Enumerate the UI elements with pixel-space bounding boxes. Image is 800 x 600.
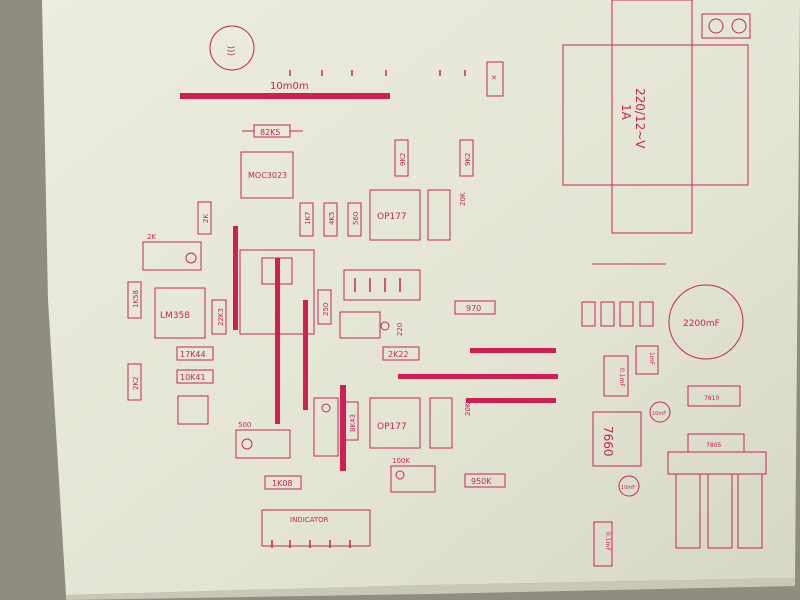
svg-text:OP177: OP177: [377, 422, 407, 432]
connector-header: [343, 269, 421, 301]
svg-text:220: 220: [396, 323, 404, 336]
svg-text:OP177: OP177: [377, 212, 407, 222]
svg-text:20K: 20K: [459, 192, 467, 206]
svg-text:1K08: 1K08: [272, 479, 293, 488]
svg-text:2K: 2K: [147, 233, 156, 241]
trimmer-220: [339, 311, 381, 339]
board-surface: [42, 0, 800, 595]
svg-text:1mF: 1mF: [648, 352, 655, 366]
svg-text:1K58: 1K58: [132, 290, 140, 308]
svg-text:220/12~V: 220/12~V: [633, 88, 647, 149]
svg-text:7810: 7810: [704, 395, 719, 402]
svg-text:0.1mF: 0.1mF: [618, 368, 625, 387]
ic-moc3023: [240, 151, 294, 199]
shunt-label: 10m0m: [270, 81, 309, 92]
resistor-4k5: [323, 202, 338, 237]
svg-text:(((: (((: [227, 45, 237, 56]
svg-text:0.1mF: 0.1mF: [604, 532, 611, 551]
resistor-2k2: [127, 363, 142, 401]
transformer-core: [611, 0, 693, 234]
terminal-block: [701, 13, 751, 39]
fuse-holder: [486, 61, 504, 97]
svg-text:10mF: 10mF: [652, 411, 666, 417]
resistor-1k08: [264, 475, 302, 490]
svg-text:9K2: 9K2: [464, 153, 472, 167]
svg-text:950K: 950K: [471, 477, 492, 486]
ic-op177-bottom: [369, 397, 421, 449]
trimmer-20k-top: [427, 189, 451, 241]
shunt-pads: [289, 70, 466, 76]
capacitor-10mf-a: [649, 401, 671, 423]
svg-text:7805: 7805: [706, 442, 721, 449]
svg-text:2200mF: 2200mF: [683, 319, 720, 329]
svg-text:9K2: 9K2: [399, 153, 407, 167]
svg-text:82K5: 82K5: [260, 128, 281, 137]
resistor-22k3: [211, 299, 227, 335]
svg-text:1K7: 1K7: [304, 212, 312, 226]
resistor-9k2-b: [459, 139, 474, 177]
capacitor-1mf: [635, 345, 659, 375]
svg-text:INDICATOR: INDICATOR: [290, 516, 329, 524]
resistor-17k44: [176, 346, 214, 361]
indicator-footprint: [261, 509, 371, 547]
regulator-7810: [687, 385, 741, 407]
capacitor-01mf-a: [603, 355, 629, 397]
svg-text:10mF: 10mF: [621, 485, 635, 491]
svg-text:22K3: 22K3: [217, 308, 225, 326]
board-edge: [66, 578, 795, 600]
resistor-560: [347, 202, 362, 237]
svg-text:970: 970: [466, 304, 481, 313]
ic-7660: [592, 411, 642, 467]
svg-text:4K5: 4K5: [328, 212, 336, 226]
resistor-9k2-a: [394, 139, 409, 177]
svg-text:20K: 20K: [464, 402, 472, 416]
svg-text:17K44: 17K44: [180, 350, 206, 359]
shunt-trace: [180, 93, 390, 99]
capacitor-10mf-b: [618, 475, 640, 497]
pot-500: [235, 429, 291, 459]
svg-text:10K41: 10K41: [180, 373, 206, 382]
resistor-1k7: [299, 202, 314, 237]
mount-hole-top: [209, 25, 255, 71]
power-traces: [233, 226, 558, 471]
svg-text:7660: 7660: [601, 426, 615, 457]
svg-text:560: 560: [352, 212, 360, 225]
capacitor-pad: [177, 395, 209, 425]
resistor-950k: [464, 473, 506, 488]
pot-2k: [142, 241, 202, 271]
svg-text:LM358: LM358: [160, 311, 190, 321]
diode-2: [600, 301, 615, 327]
resistor-970: [454, 300, 496, 315]
ic-op177-top: [369, 189, 421, 241]
pot-100k: [390, 465, 436, 493]
resistor-250: [317, 289, 332, 325]
diode-1: [581, 301, 596, 327]
svg-text:100K: 100K: [392, 457, 410, 465]
capacitor-2200mf: [668, 284, 744, 360]
diode-4: [639, 301, 654, 327]
ic-lm358: [154, 287, 206, 339]
svg-text:2K22: 2K22: [388, 350, 409, 359]
svg-text:2K2: 2K2: [132, 377, 140, 391]
resistor-1k58: [127, 281, 142, 319]
capacitor-01mf-b: [593, 521, 613, 567]
trimmer-left-bottom: [313, 397, 339, 457]
resistor-10k41: [176, 369, 214, 384]
diode-3: [619, 301, 634, 327]
resistor-2k22: [382, 346, 420, 361]
svg-text:8K43: 8K43: [349, 414, 357, 432]
svg-text:500: 500: [238, 421, 251, 429]
svg-text:✕: ✕: [491, 74, 497, 82]
resistor-2k: [197, 201, 212, 235]
svg-text:2K: 2K: [202, 214, 210, 223]
svg-text:250: 250: [322, 303, 330, 316]
transformer-outline: [562, 44, 749, 186]
svg-text:1A: 1A: [619, 104, 633, 121]
svg-text:MOC3023: MOC3023: [248, 171, 287, 180]
trimmer-20k-bottom: [429, 397, 453, 449]
